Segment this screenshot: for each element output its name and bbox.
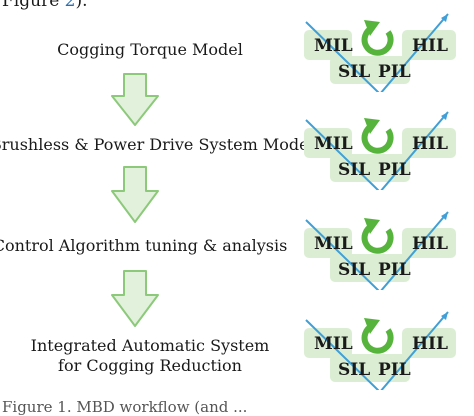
pil-label: PIL (378, 160, 411, 180)
v-arrowhead (441, 14, 448, 22)
mil-box (304, 128, 352, 158)
v-arrowhead (441, 312, 448, 320)
cycle-arrow-icon (361, 25, 394, 56)
mil-box (304, 328, 352, 358)
top-text-fragment: Figure 2). (2, 0, 88, 11)
pil-label: PIL (378, 360, 411, 380)
v-line (305, 311, 449, 390)
mil-label: MIL (314, 134, 353, 154)
sil-pil-box (330, 56, 410, 84)
v-line (305, 211, 449, 290)
cycle-arrowhead-icon (364, 218, 380, 234)
sil-label: SIL (338, 160, 370, 180)
workflow-step-brushless-power-drive: Brushless & Power Drive System Model (0, 135, 314, 155)
sil-label: SIL (338, 260, 370, 280)
bottom-caption-fragment: Figure 1. MBD workflow (and ... (2, 398, 248, 416)
down-arrow (111, 73, 159, 126)
step-label-line: Integrated Automatic System (30, 336, 270, 355)
cycle-arrow-icon (361, 123, 394, 154)
top-text-suffix: ). (75, 0, 88, 11)
pil-label: PIL (378, 260, 411, 280)
hil-label: HIL (412, 234, 448, 254)
v-line (305, 111, 449, 190)
sil-label: SIL (338, 62, 370, 82)
mil-label: MIL (314, 36, 353, 56)
cycle-arrow-icon (361, 323, 394, 354)
sil-pil-box (330, 254, 410, 282)
hil-label: HIL (412, 36, 448, 56)
cycle-arrowhead-icon (364, 118, 380, 134)
step-label-line: for Cogging Reduction (58, 356, 242, 375)
mil-box (304, 228, 352, 258)
v-line (305, 13, 449, 92)
pil-label: PIL (378, 62, 411, 82)
down-arrow (111, 270, 159, 327)
top-text-prefix: Figure (2, 0, 65, 11)
hil-label: HIL (412, 334, 448, 354)
sil-pil-box (330, 354, 410, 382)
sil-pil-box (330, 154, 410, 182)
step-label-line: Control Algorithm tuning & analysis (0, 236, 288, 255)
cycle-arrow-icon (361, 223, 394, 254)
figure-reference-link[interactable]: 2 (64, 0, 76, 11)
mil-label: MIL (314, 334, 353, 354)
v-cycle-diagram: MIL HIL SIL PIL (304, 13, 456, 92)
workflow-step-control-algorithm: Control Algorithm tuning & analysis (0, 236, 290, 256)
v-cycle-diagram: MIL HIL SIL PIL (304, 211, 456, 290)
v-cycle-diagram: MIL HIL SIL PIL (304, 111, 456, 190)
v-cycle-diagram: MIL HIL SIL PIL (304, 311, 456, 390)
step-label-line: Cogging Torque Model (57, 40, 243, 59)
workflow-step-integrated-system: Integrated Automatic System for Cogging … (0, 336, 300, 376)
v-arrowhead (441, 112, 448, 120)
mil-box (304, 30, 352, 60)
step-label-line: Brushless & Power Drive System Model (0, 135, 314, 154)
hil-label: HIL (412, 134, 448, 154)
v-arrowhead (441, 212, 448, 220)
cycle-arrowhead-icon (364, 318, 380, 334)
down-arrow (111, 166, 159, 223)
workflow-step-cogging-torque-model: Cogging Torque Model (0, 40, 300, 60)
mil-label: MIL (314, 234, 353, 254)
cycle-arrowhead-icon (364, 20, 380, 36)
sil-label: SIL (338, 360, 370, 380)
